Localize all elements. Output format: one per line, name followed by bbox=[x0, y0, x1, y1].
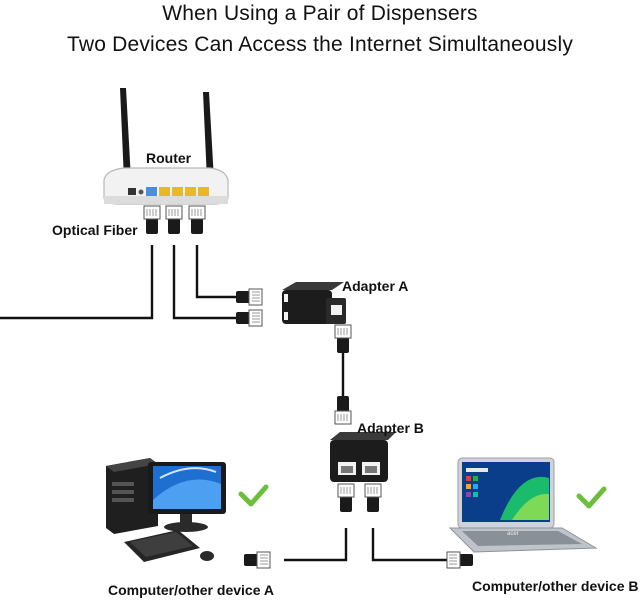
checkmark-icon bbox=[576, 486, 607, 509]
rj45-plug-icon bbox=[334, 395, 352, 425]
checkmark-icon bbox=[238, 484, 269, 507]
adapter-a-label: Adapter A bbox=[342, 278, 409, 294]
rj45-plug-icon bbox=[243, 551, 271, 569]
adapter-icon bbox=[282, 282, 346, 324]
title-line-1: When Using a Pair of Dispensers bbox=[162, 2, 478, 25]
router-label: Router bbox=[146, 150, 192, 166]
rj45-plug-icon bbox=[334, 324, 352, 354]
rj45-plug-icon bbox=[143, 205, 206, 235]
ethernet-cables bbox=[0, 245, 447, 562]
router-icon bbox=[103, 88, 229, 205]
rj45-plug-icon bbox=[235, 288, 263, 327]
desktop-computer-icon bbox=[106, 458, 226, 562]
rj45-plug-icon bbox=[446, 551, 474, 569]
device-b-label: Computer/other device B bbox=[472, 578, 639, 594]
rj45-plug-icon bbox=[337, 483, 382, 513]
adapter-b-label: Adapter B bbox=[357, 420, 424, 436]
laptop-icon: acer bbox=[448, 457, 598, 553]
laptop-brand-text: acer bbox=[507, 531, 519, 537]
optical-fiber-label: Optical Fiber bbox=[52, 222, 138, 238]
adapter-icon bbox=[330, 432, 396, 482]
device-a-label: Computer/other device A bbox=[108, 582, 274, 598]
title-line-2: Two Devices Can Access the Internet Simu… bbox=[66, 33, 574, 56]
